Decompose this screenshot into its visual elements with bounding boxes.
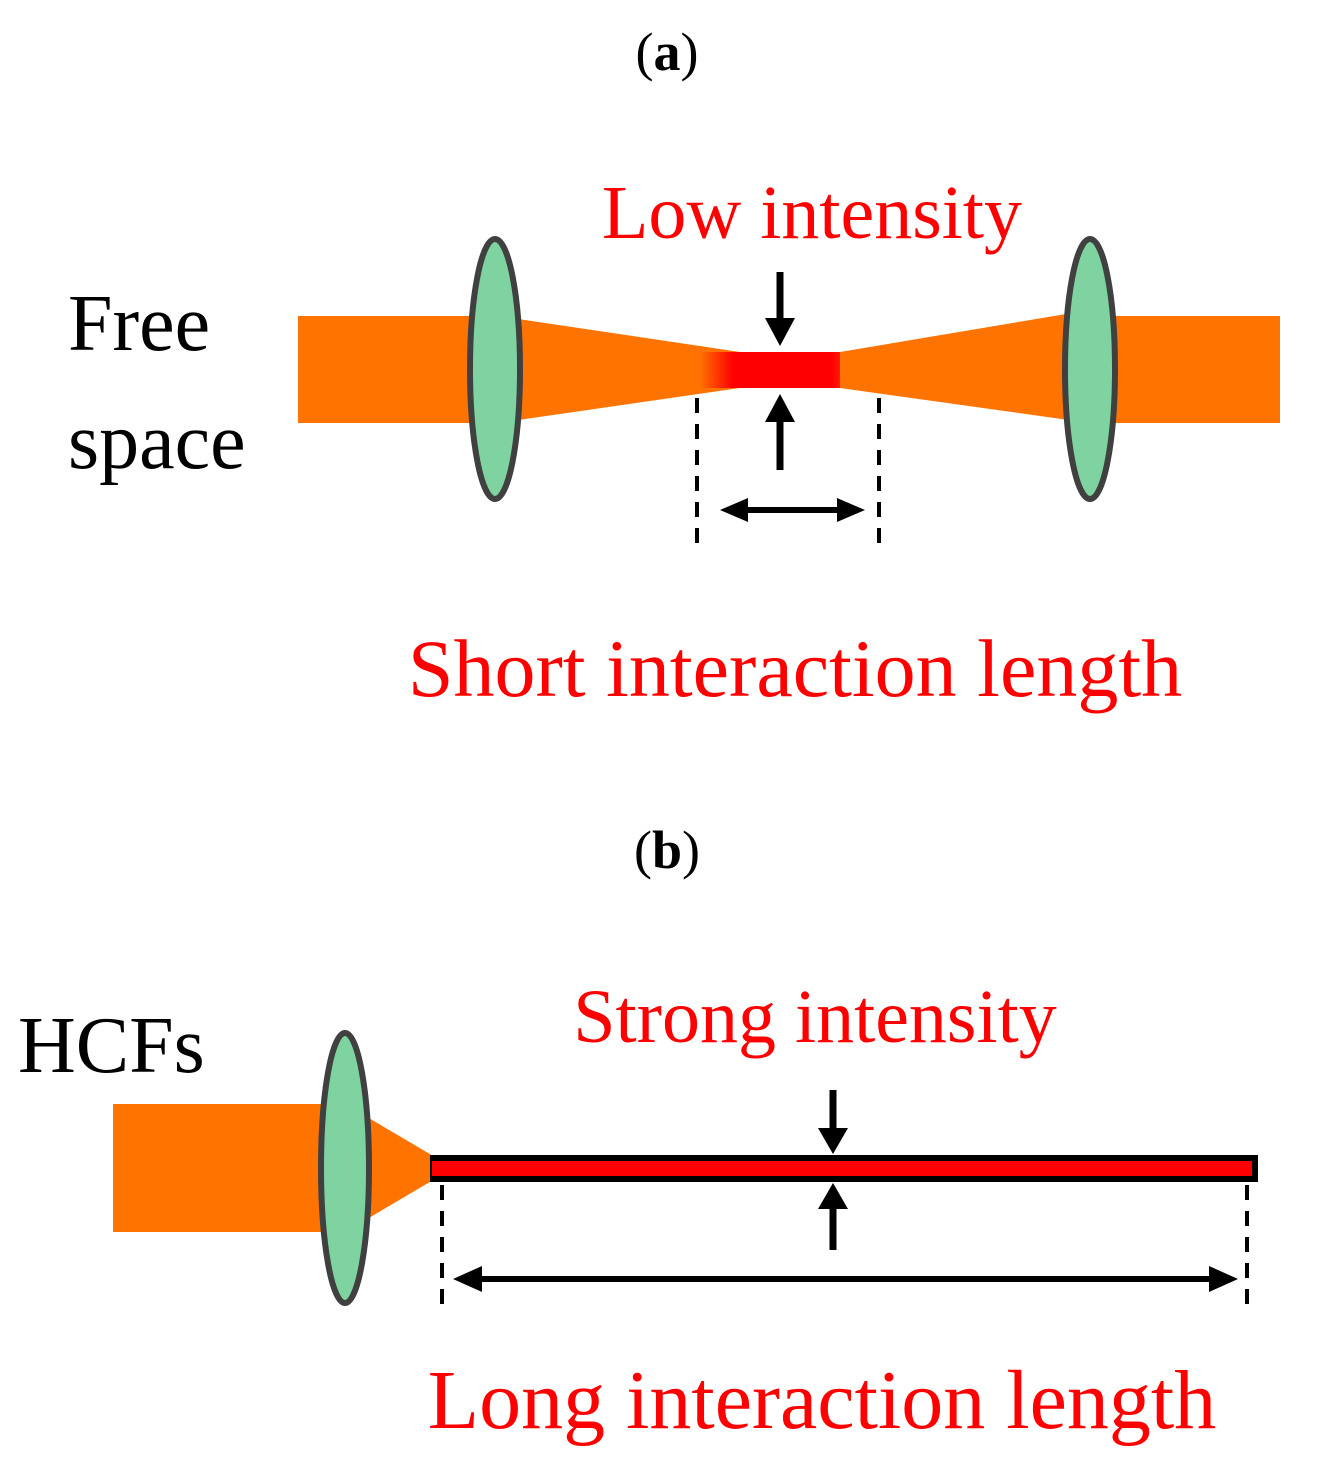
hcf-coupling-lens xyxy=(318,1030,372,1306)
low-intensity-label: Low intensity xyxy=(602,171,1022,255)
converging-beam xyxy=(498,316,740,423)
output-beam xyxy=(1090,316,1280,423)
hcfs-label: HCFs xyxy=(18,1002,205,1090)
panel-b: (b) HCFs Strong intensity Long xyxy=(18,820,1258,1447)
output-lens xyxy=(1062,236,1118,502)
long-length-label: Long interaction length xyxy=(428,1354,1216,1447)
short-length-arrow xyxy=(720,498,865,522)
fiber-guided-light xyxy=(432,1161,1252,1176)
input-beam xyxy=(298,316,498,423)
spot-size-arrows xyxy=(765,272,795,470)
short-length-label: Short interaction length xyxy=(408,623,1182,714)
diverging-beam xyxy=(840,310,1090,423)
panel-a: (a) Free space Low intensity xyxy=(68,22,1280,714)
free-space-label-line2: space xyxy=(68,398,246,486)
long-length-arrow xyxy=(453,1266,1238,1292)
free-space-label-line1: Free xyxy=(68,280,210,368)
panel-a-tag: (a) xyxy=(636,22,699,82)
focal-spot xyxy=(700,352,865,388)
panel-b-tag: (b) xyxy=(634,820,700,880)
hcf-input-beam xyxy=(113,1104,345,1232)
input-lens xyxy=(467,236,523,502)
hcf-spot-size-arrows xyxy=(818,1090,848,1250)
strong-intensity-label: Strong intensity xyxy=(573,975,1056,1059)
